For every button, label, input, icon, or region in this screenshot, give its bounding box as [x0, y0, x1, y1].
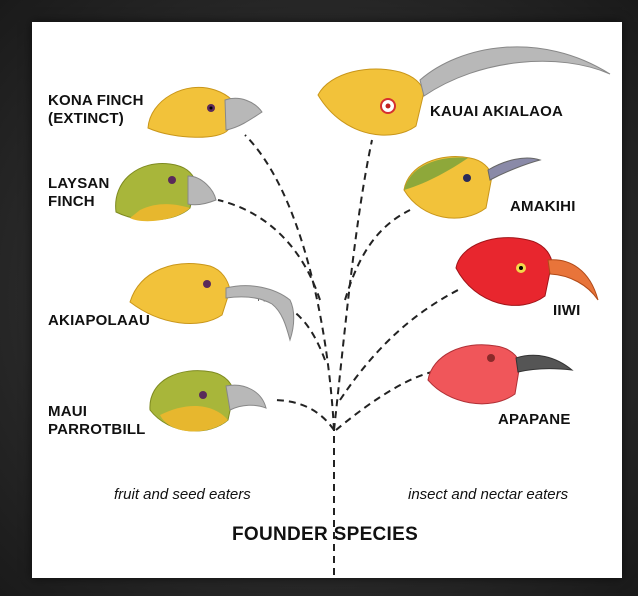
branch-maui-parrotbill — [272, 400, 334, 430]
apapane-label: APAPANE — [498, 411, 571, 429]
kona-finch-head-icon — [148, 87, 262, 137]
akiapolaau-head-icon — [130, 264, 294, 340]
iiwi-head-icon — [456, 238, 598, 306]
maui-parrotbill-label: MAUI PARROTBILL — [48, 403, 146, 439]
maui-parrotbill-head-icon — [150, 371, 266, 432]
akiapolaau-label: AKIAPOLAAU — [48, 312, 150, 330]
kauai-akialaoa-head-icon — [318, 47, 610, 135]
apapane-head-icon — [428, 345, 572, 404]
kona-finch-label: KONA FINCH (EXTINCT) — [48, 92, 144, 128]
branch-kona-finch — [245, 135, 334, 430]
fruit-seed-eaters-label: fruit and seed eaters — [114, 486, 251, 503]
branch-apapane — [336, 372, 432, 430]
laysan-finch-label: LAYSAN FINCH — [48, 175, 110, 211]
amakihi-label: AMAKIHI — [510, 198, 576, 216]
founder-species-label: FOUNDER SPECIES — [232, 524, 418, 546]
insect-nectar-eaters-label: insect and nectar eaters — [408, 486, 568, 503]
laysan-finch-head-icon — [116, 163, 216, 221]
branch-amakihi — [345, 210, 410, 300]
iiwi-label: IIWI — [553, 302, 580, 320]
kauai-akialaoa-label: KAUAI AKIALAOA — [430, 103, 563, 121]
branch-kauai-akialaoa — [334, 140, 372, 430]
